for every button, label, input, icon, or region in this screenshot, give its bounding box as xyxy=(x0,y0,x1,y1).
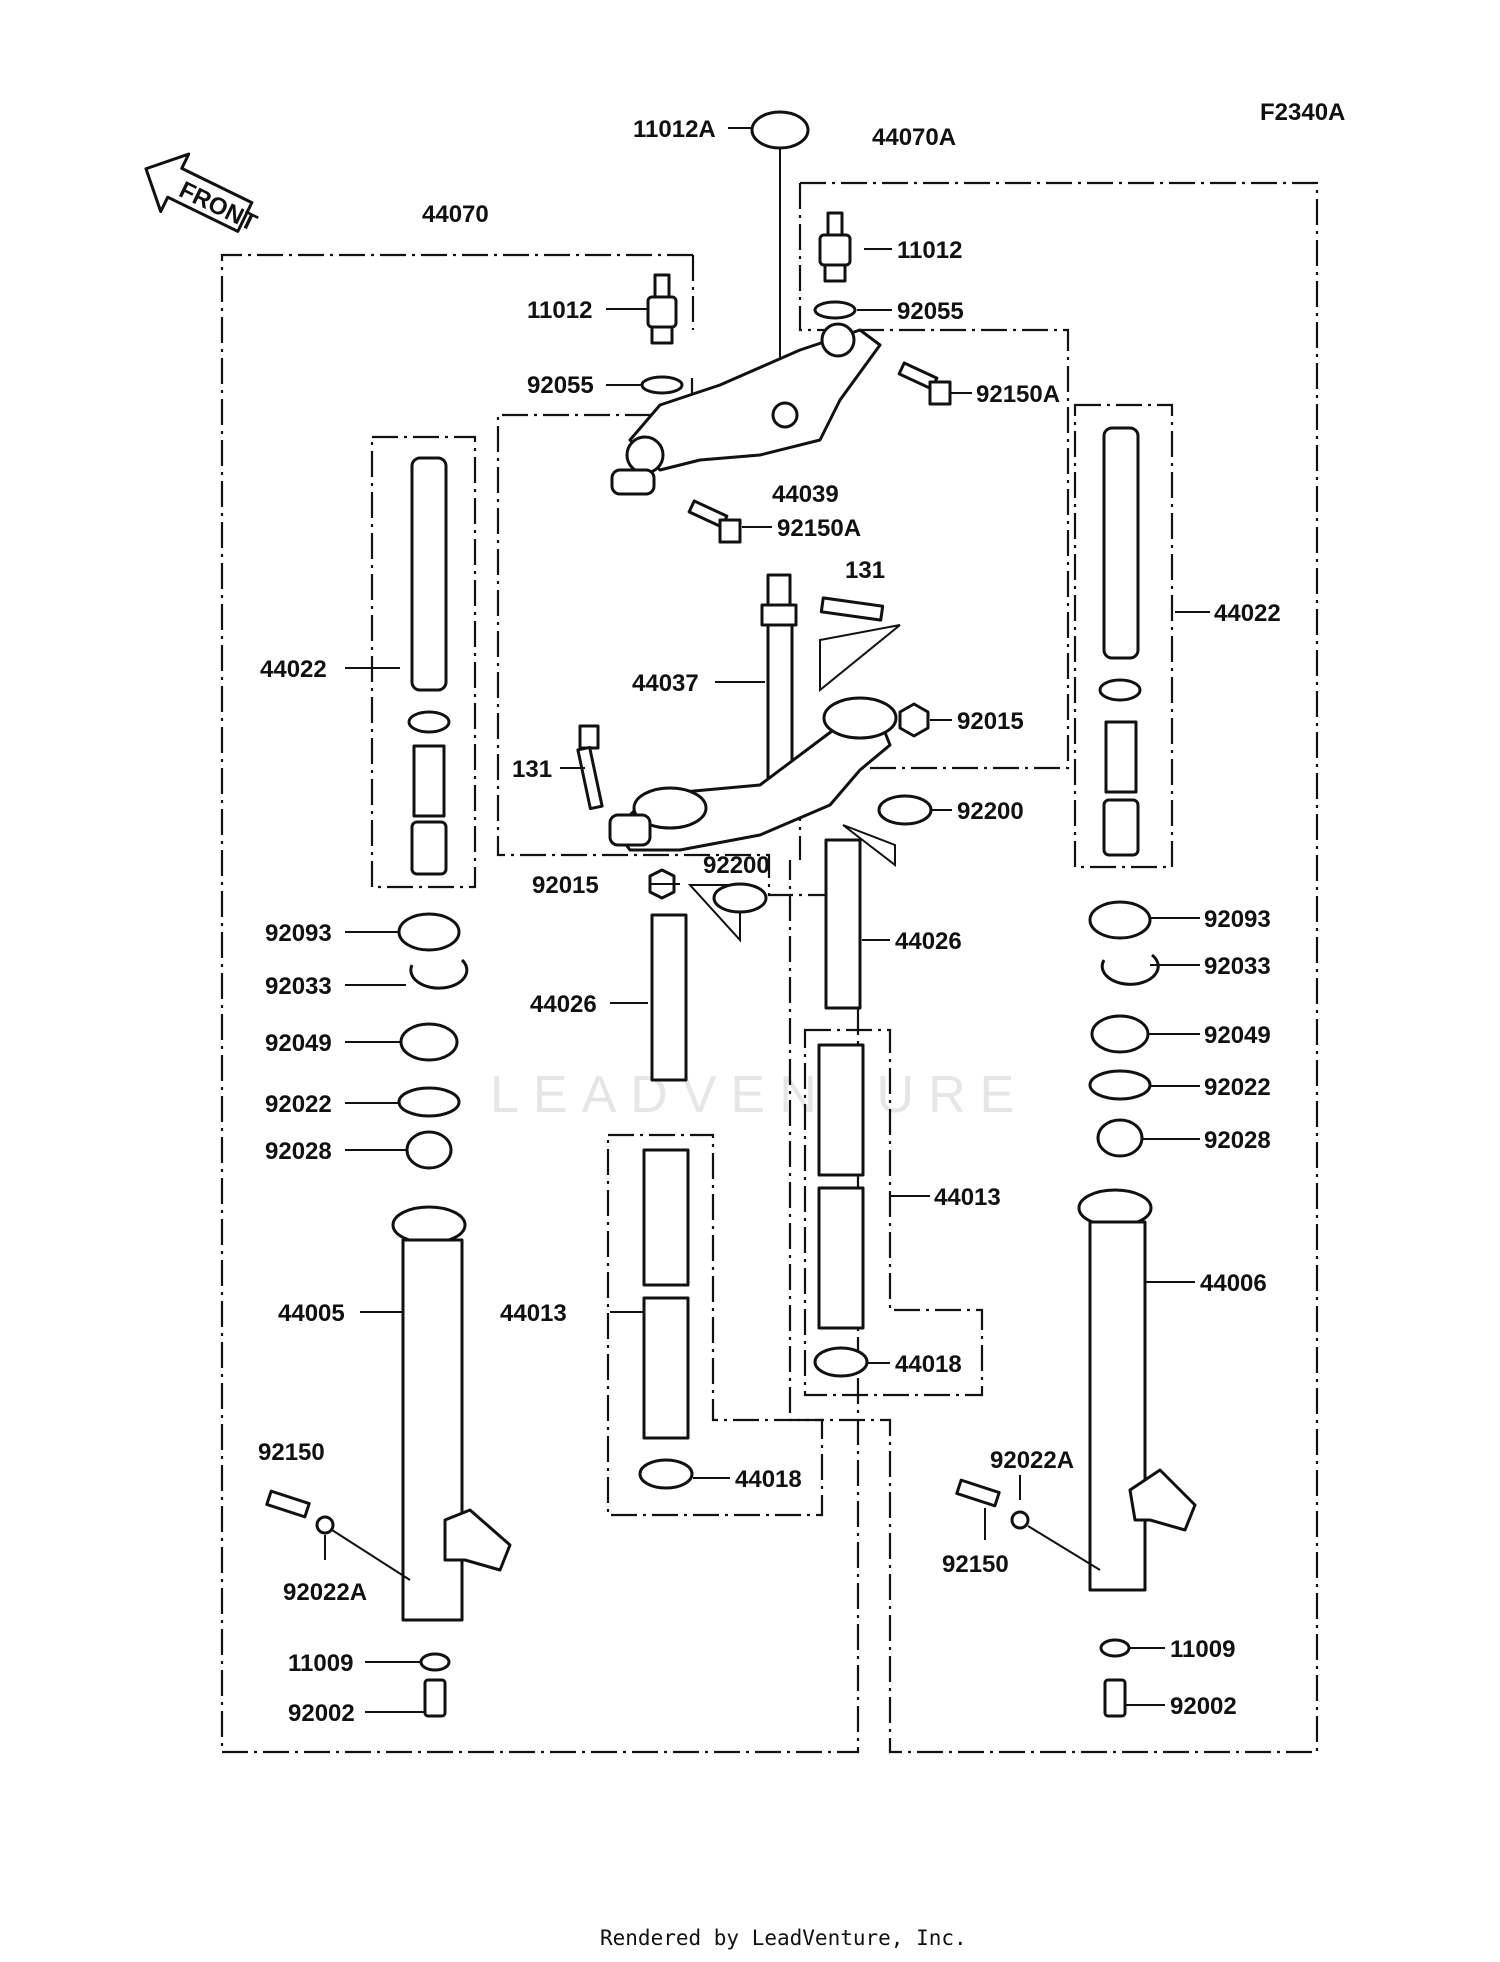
label-44070A: 44070A xyxy=(872,124,956,151)
label-44006: 44006 xyxy=(1200,1270,1267,1297)
label-92002-right: 92002 xyxy=(1170,1693,1237,1720)
label-11012-right: 11012 xyxy=(897,237,962,264)
spring-44026-left xyxy=(650,913,688,1082)
washer-92200-right xyxy=(877,794,933,826)
damper-44022-right xyxy=(1098,426,1142,857)
front-arrow-icon: FRONT xyxy=(144,152,261,237)
label-92022A-right: 92022A xyxy=(990,1447,1074,1474)
label-92028-left: 92028 xyxy=(265,1138,332,1165)
steering-stem-44037 xyxy=(608,573,898,852)
label-92055-left: 92055 xyxy=(527,372,594,399)
label-92033-right: 92033 xyxy=(1204,953,1271,980)
watermark: LEADVENTURE xyxy=(490,1066,1028,1124)
label-44005: 44005 xyxy=(278,1300,345,1327)
washer-92022A-right xyxy=(1010,1510,1030,1530)
bolt-131-upper xyxy=(819,596,885,622)
label-92022-left: 92022 xyxy=(265,1091,332,1118)
diagram-code: F2340A xyxy=(1260,99,1345,126)
fork-cap-11012A xyxy=(750,110,810,150)
label-11009-right: 11009 xyxy=(1170,1636,1235,1663)
gasket-11009-right xyxy=(1099,1638,1131,1658)
o-ring-92055-right xyxy=(813,300,857,320)
label-44026-right: 44026 xyxy=(895,928,962,955)
label-92150-right: 92150 xyxy=(942,1551,1009,1578)
bolt-92150-left xyxy=(265,1489,311,1519)
label-92150A-upper: 92150A xyxy=(976,381,1060,408)
bolt-92150-right xyxy=(955,1478,1001,1508)
label-92015-right: 92015 xyxy=(957,708,1024,735)
label-92200-right: 92200 xyxy=(957,798,1024,825)
upper-bracket-44039 xyxy=(610,322,882,496)
label-92093-left: 92093 xyxy=(265,920,332,947)
label-44018-right: 44018 xyxy=(895,1351,962,1378)
bolt-92150A-upper xyxy=(897,361,952,406)
outer-tube-44006 xyxy=(1077,1188,1197,1592)
label-44022-right: 44022 xyxy=(1214,600,1281,627)
bolt-92002-right xyxy=(1103,1678,1127,1718)
leader-lines xyxy=(324,127,1210,1713)
label-131-top: 131 xyxy=(845,557,885,584)
label-11012A: 11012A xyxy=(633,116,716,143)
label-92033-left: 92033 xyxy=(265,973,332,1000)
o-ring-92055-left xyxy=(640,375,684,395)
label-44039: 44039 xyxy=(772,481,839,508)
gasket-11009-left xyxy=(419,1652,451,1672)
label-44013-right: 44013 xyxy=(934,1184,1001,1211)
spring-44026-right xyxy=(824,838,862,1010)
label-92093-right: 92093 xyxy=(1204,906,1271,933)
callout-labels: 11012A 44070A 44070 11012 92055 11012 92… xyxy=(258,116,1281,1727)
label-92015-left: 92015 xyxy=(532,872,599,899)
label-92150-left: 92150 xyxy=(258,1439,325,1466)
air-valve-right xyxy=(818,211,852,283)
footer-credit: Rendered by LeadVenture, Inc. xyxy=(600,1926,967,1950)
label-44018-left: 44018 xyxy=(735,1466,802,1493)
label-44013-left: 44013 xyxy=(500,1300,567,1327)
label-92022-right: 92022 xyxy=(1204,1074,1271,1101)
right-seal-stack xyxy=(1088,900,1160,1158)
air-valve-left xyxy=(646,273,678,345)
label-92028-right: 92028 xyxy=(1204,1127,1271,1154)
label-92055-right: 92055 xyxy=(897,298,964,325)
damper-44022-left xyxy=(407,456,451,876)
bolt-92002-left xyxy=(423,1678,447,1718)
label-44026-left: 44026 xyxy=(530,991,597,1018)
label-92150A-lower: 92150A xyxy=(777,515,861,542)
label-11012-left: 11012 xyxy=(527,297,592,324)
washer-92200-left xyxy=(712,882,768,914)
label-44022-left: 44022 xyxy=(260,656,327,683)
label-92049-left: 92049 xyxy=(265,1030,332,1057)
label-92049-right: 92049 xyxy=(1204,1022,1271,1049)
label-11009-left: 11009 xyxy=(288,1650,353,1677)
label-92002-left: 92002 xyxy=(288,1700,355,1727)
nut-92015-right xyxy=(898,702,930,738)
pipe-44013-right xyxy=(813,1043,869,1378)
label-92022A-left: 92022A xyxy=(283,1579,367,1606)
bolt-92150A-lower xyxy=(687,499,742,544)
label-131-left: 131 xyxy=(512,756,552,783)
left-seal-stack xyxy=(397,912,469,1170)
bolt-131-left xyxy=(576,724,604,811)
label-44070: 44070 xyxy=(422,201,489,228)
label-44037: 44037 xyxy=(632,670,699,697)
outer-tube-44005 xyxy=(391,1205,512,1622)
pipe-44013-left xyxy=(638,1148,694,1490)
washer-92022A-left xyxy=(315,1515,335,1535)
label-92200-left: 92200 xyxy=(703,852,770,879)
